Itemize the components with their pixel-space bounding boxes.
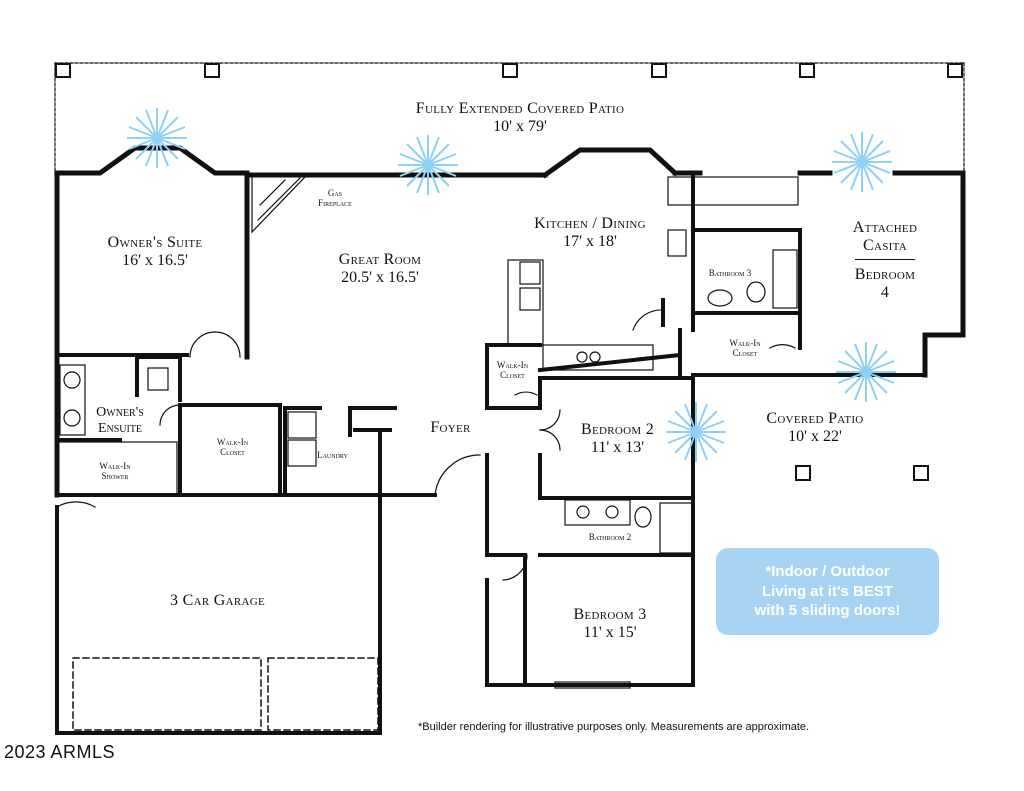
walkin-closet-small-line1: Walk-In	[496, 360, 529, 370]
kitchen-dim: 17' x 18'	[563, 233, 617, 251]
casita-line2: Casita	[863, 237, 907, 255]
callout-line2: Living at it's BEST	[761, 582, 894, 600]
bathroom3-label: Bathroom 3	[708, 268, 752, 278]
disclaimer-text: *Builder rendering for illustrative purp…	[418, 721, 810, 733]
walkin-shower-line1: Walk-In	[99, 461, 131, 471]
casita-label: Attached Casita Bedroom 4	[830, 219, 940, 303]
walkin-closet-small-line2: Closet	[500, 370, 525, 381]
light-icon	[836, 342, 896, 402]
patio-main-label: Fully Extended Covered Patio 10' x 79'	[375, 100, 665, 137]
great-room-dim: 20.5' x 16.5'	[341, 269, 419, 287]
owners-ensuite-line2: Ensuite	[97, 421, 143, 437]
great-room-name: Great Room	[338, 251, 422, 268]
bedroom2-dim: 11' x 13'	[590, 439, 645, 457]
light-icon	[398, 135, 458, 195]
owners-suite-label: Owner's Suite 16' x 16.5'	[80, 234, 230, 271]
indoor-outdoor-callout: *Indoor / Outdoor Living at it's BEST wi…	[716, 548, 939, 635]
bedroom2-name: Bedroom 2	[580, 421, 655, 438]
patio-main-name: Fully Extended Covered Patio	[415, 100, 625, 117]
bedroom3-label: Bedroom 3 11' x 15'	[545, 606, 675, 643]
owners-ensuite-line1: Owner's	[96, 405, 144, 420]
kitchen-label: Kitchen / Dining 17' x 18'	[515, 215, 665, 252]
callout-line3: with 5 sliding doors!	[754, 602, 901, 620]
casita-line4: 4	[880, 284, 890, 302]
covered-patio-dim: 10' x 22'	[788, 428, 842, 446]
callout-line1: *Indoor / Outdoor	[765, 563, 890, 581]
casita-closet-line1: Walk-In	[729, 338, 761, 348]
bathroom2-label: Bathroom 2	[588, 532, 632, 542]
walkin-closet-small-label: Walk-In Closet	[490, 360, 535, 381]
bedroom3-dim: 11' x 15'	[583, 624, 637, 642]
garage-label: 3 Car Garage	[170, 592, 265, 609]
kitchen-name: Kitchen / Dining	[534, 215, 646, 232]
fixtures	[56, 174, 964, 689]
owners-closet-line1: Walk-In	[216, 437, 249, 447]
owners-suite-dim: 16' x 16.5'	[122, 252, 188, 270]
great-room-label: Great Room 20.5' x 16.5'	[310, 251, 450, 288]
casita-closet-label: Walk-In Closet	[715, 338, 775, 359]
garage-doors	[72, 657, 379, 731]
owners-closet-label: Walk-In Closet	[200, 437, 265, 458]
patio-main-dim: 10' x 79'	[493, 118, 547, 136]
light-icon	[666, 402, 726, 462]
covered-patio-name: Covered Patio	[766, 410, 864, 427]
owners-suite-name: Owner's Suite	[107, 234, 203, 251]
walkin-shower-label: Walk-In Shower	[85, 461, 145, 482]
light-icon	[832, 132, 892, 192]
copyright-watermark: 2023 ARMLS	[4, 742, 116, 762]
gas-fireplace-line1: Gas	[327, 188, 343, 198]
owners-ensuite-label: Owner's Ensuite	[85, 405, 155, 437]
bedroom2-label: Bedroom 2 11' x 13'	[560, 421, 675, 458]
casita-closet-line2: Closet	[732, 348, 758, 359]
walkin-shower-line2: Shower	[101, 471, 129, 482]
casita-line1: Attached	[852, 219, 918, 236]
covered-patio-label: Covered Patio 10' x 22'	[745, 410, 885, 447]
ceiling-light-icons	[127, 108, 896, 462]
foyer-label: Foyer	[430, 419, 471, 436]
bedroom3-name: Bedroom 3	[573, 606, 647, 623]
patio-posts	[55, 63, 963, 481]
gas-fireplace-label: Gas Fireplace	[305, 188, 365, 209]
laundry-label: Laundry	[317, 450, 348, 460]
owners-closet-line2: Closet	[220, 447, 245, 458]
casita-line3: Bedroom	[854, 265, 916, 283]
gas-fireplace-line2: Fireplace	[318, 198, 352, 209]
light-icon	[127, 108, 187, 168]
casita-divider	[855, 258, 915, 260]
